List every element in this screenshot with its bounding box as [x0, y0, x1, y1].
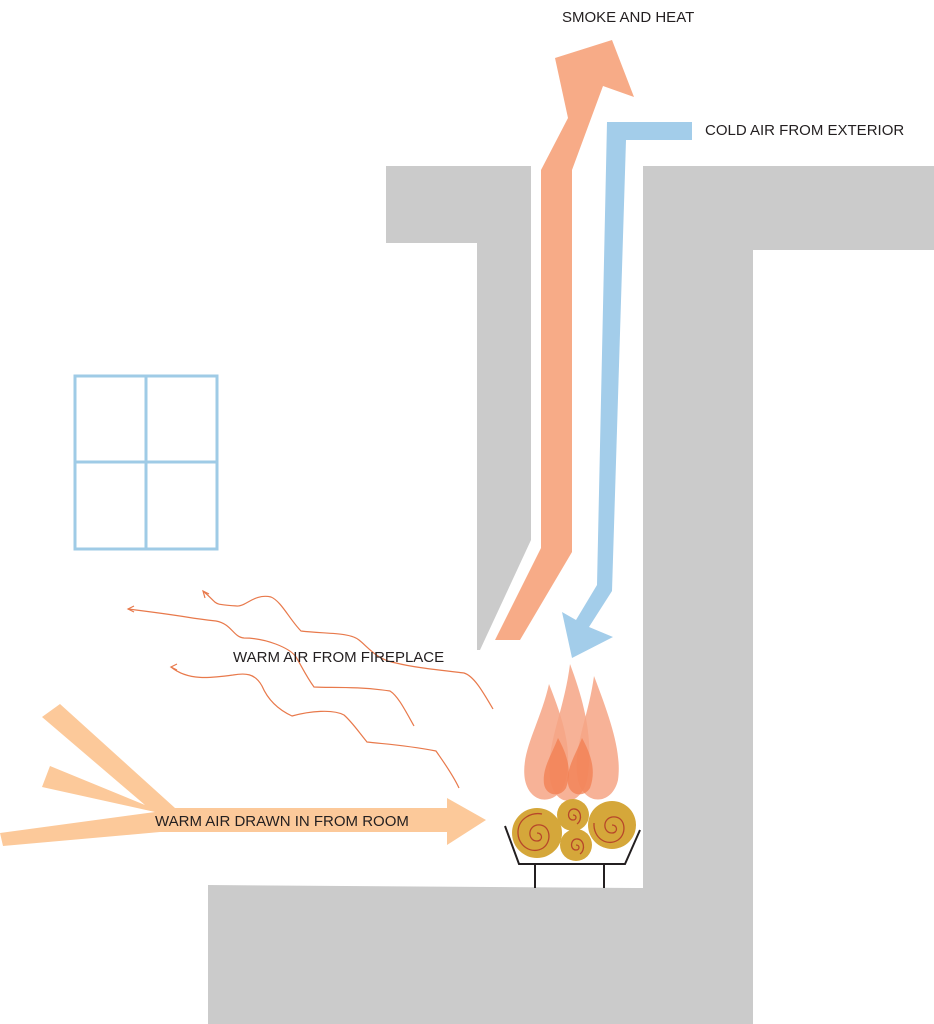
window-icon [73, 374, 219, 551]
warm-air-wave [170, 666, 460, 789]
cold-air-label: COLD AIR FROM EXTERIOR [705, 122, 904, 139]
smoke-heat-label: SMOKE AND HEAT [562, 9, 694, 26]
warm-air-waves [126, 589, 494, 789]
warm-air-wave [202, 590, 494, 710]
wave-arrowhead [169, 663, 178, 671]
warm-air-fireplace-label: WARM AIR FROM FIREPLACE [233, 649, 444, 666]
flame-icon [524, 664, 619, 801]
fire-grate-icon [504, 825, 641, 888]
warm-air-wave [127, 608, 415, 727]
wave-arrowhead [202, 589, 210, 599]
log-icon [512, 799, 636, 861]
smoke-heat-arrow [495, 40, 634, 640]
chimney-walls [208, 166, 934, 1024]
log-swirls [517, 808, 625, 855]
chimney-left-wall [386, 166, 531, 650]
flame-inner-right [567, 738, 593, 795]
chimney-right-wall [643, 166, 934, 1024]
warm-air-room-label: WARM AIR DRAWN IN FROM ROOM [155, 813, 409, 830]
room-air-arrow [0, 704, 486, 846]
grate-basket [504, 825, 641, 865]
wave-arrowhead [126, 605, 135, 613]
hearth-floor [208, 885, 643, 1024]
flame-inner-left [543, 738, 569, 795]
